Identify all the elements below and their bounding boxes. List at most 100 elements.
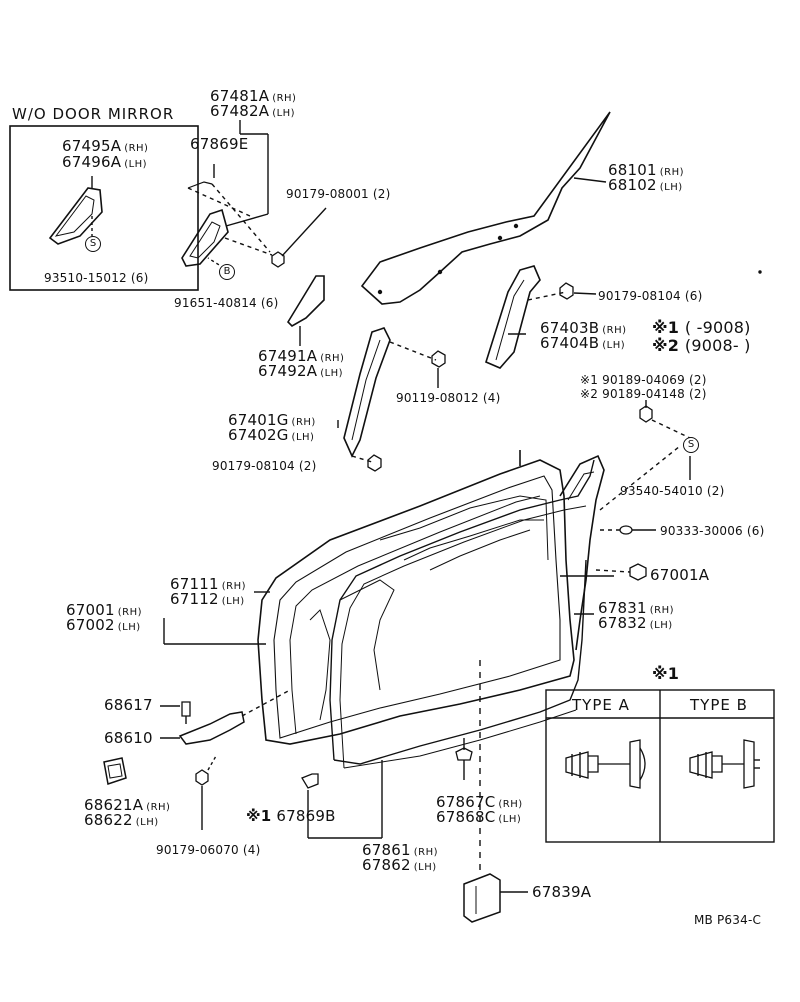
label-90119: 90119-08012 (4) bbox=[396, 391, 501, 405]
label-67495a: 67495A(RH) bbox=[62, 138, 148, 157]
weatherstrip-67861 bbox=[329, 459, 595, 761]
symbol-s-inset: S bbox=[85, 236, 101, 252]
label-91651: 91651-40814 (6) bbox=[174, 296, 279, 310]
type-a-header: TYPE A bbox=[572, 696, 630, 714]
part-number: 67495A bbox=[62, 137, 122, 155]
note-2: ※2 (9008- ) bbox=[652, 338, 751, 354]
type-table bbox=[545, 689, 775, 843]
side-tag: (RH) bbox=[602, 325, 627, 336]
part-number: 67402G bbox=[228, 426, 289, 444]
pad-67839 bbox=[463, 873, 501, 923]
label-67839a: 67839A bbox=[532, 883, 592, 901]
label-68610: 68610 bbox=[104, 729, 153, 747]
side-tag: (LH) bbox=[117, 622, 141, 633]
label-68617: 68617 bbox=[104, 696, 153, 714]
symbol-b: B bbox=[219, 264, 235, 280]
table-note-mark: ※1 bbox=[652, 664, 680, 683]
handle-68621 bbox=[103, 757, 127, 785]
label-67496a: 67496A(LH) bbox=[62, 154, 147, 173]
side-tag: (LH) bbox=[221, 596, 245, 607]
note-text: ( -9008) bbox=[684, 318, 751, 337]
part-number: 67868C bbox=[436, 808, 496, 826]
side-tag: (RH) bbox=[320, 353, 345, 364]
side-tag: (LH) bbox=[659, 182, 683, 193]
label-67482a: 67482A(LH) bbox=[210, 103, 295, 122]
label-67403b: 67403B(RH) bbox=[540, 320, 627, 339]
label-67831: 67831(RH) bbox=[598, 600, 674, 619]
note-1: ※1 ( -9008) bbox=[652, 320, 751, 336]
side-tag: (RH) bbox=[221, 581, 246, 592]
label-67869b: ※1 67869B bbox=[246, 808, 336, 824]
type-b-header: TYPE B bbox=[690, 696, 748, 714]
label-67001: 67001(RH) bbox=[66, 602, 142, 621]
label-93510: 93510-15012 (6) bbox=[44, 270, 149, 286]
label-93540: 93540-54010 (2) bbox=[620, 484, 725, 498]
run-channel-67403 bbox=[485, 265, 541, 369]
quantity: (6) bbox=[130, 271, 149, 285]
part-number: 67112 bbox=[170, 590, 219, 608]
part-number: 67404B bbox=[540, 334, 600, 352]
part-number: 67001 bbox=[66, 601, 115, 619]
side-tag: (LH) bbox=[135, 817, 159, 828]
side-tag: (RH) bbox=[649, 605, 674, 616]
label-90179-08001: 90179-08001 (2) bbox=[286, 187, 391, 201]
part-number: 67831 bbox=[598, 599, 647, 617]
inset-mirror-cover bbox=[48, 187, 103, 245]
label-90179-08104-b: 90179-08104 (2) bbox=[212, 459, 317, 473]
part-number: 67832 bbox=[598, 614, 647, 632]
part-number: 67111 bbox=[170, 575, 219, 593]
part-number: 93510-15012 bbox=[44, 271, 127, 285]
door-glass bbox=[360, 111, 611, 305]
symbol-s: S bbox=[683, 437, 699, 453]
side-tag: (LH) bbox=[602, 340, 626, 351]
label-90333: 90333-30006 (6) bbox=[660, 524, 765, 538]
label-68102: 68102(LH) bbox=[608, 177, 683, 196]
side-tag: (LH) bbox=[649, 620, 673, 631]
part-number: 67403B bbox=[540, 319, 600, 337]
part-number: 67002 bbox=[66, 616, 115, 634]
part-number: 67492A bbox=[258, 362, 318, 380]
side-tag: (LH) bbox=[498, 814, 522, 825]
label-67001a: 67001A bbox=[650, 566, 710, 584]
side-tag: (RH) bbox=[124, 143, 149, 154]
door-check-68610 bbox=[178, 711, 245, 745]
note-mark: ※2 bbox=[652, 336, 680, 355]
part-number: 67867C bbox=[436, 793, 496, 811]
door-shell bbox=[257, 450, 605, 745]
side-tag: (LH) bbox=[413, 862, 437, 873]
note-mark: ※1 bbox=[246, 807, 272, 825]
side-tag: (LH) bbox=[320, 368, 344, 379]
side-tag: (RH) bbox=[291, 417, 316, 428]
label-90189-b: ※2 90189-04148 (2) bbox=[580, 387, 707, 401]
side-tag: (RH) bbox=[117, 607, 142, 618]
side-tag: (LH) bbox=[291, 432, 315, 443]
label-67481a: 67481A(RH) bbox=[210, 88, 296, 107]
label-67112: 67112(LH) bbox=[170, 591, 245, 610]
part-number: 67869B bbox=[276, 807, 336, 825]
label-67867c: 67867C(RH) bbox=[436, 794, 523, 813]
label-67111: 67111(RH) bbox=[170, 576, 246, 595]
label-67404b: 67404B(LH) bbox=[540, 335, 625, 354]
part-number: 68622 bbox=[84, 811, 133, 829]
side-tag: (LH) bbox=[124, 159, 148, 170]
part-number: 67862 bbox=[362, 856, 411, 874]
label-67492a: 67492A(LH) bbox=[258, 363, 343, 382]
label-67832: 67832(LH) bbox=[598, 615, 673, 634]
label-90179-08104-a: 90179-08104 (6) bbox=[598, 289, 703, 303]
label-90179-06070: 90179-06070 (4) bbox=[156, 843, 261, 857]
inset-title: W/O DOOR MIRROR bbox=[12, 105, 175, 123]
part-number: 67496A bbox=[62, 153, 122, 171]
part-number: 67861 bbox=[362, 841, 411, 859]
note-text: (9008- ) bbox=[684, 336, 751, 355]
inset-box bbox=[9, 125, 199, 291]
label-67862: 67862(LH) bbox=[362, 857, 437, 876]
side-tag: (RH) bbox=[498, 799, 523, 810]
label-90189-a: ※1 90189-04069 (2) bbox=[580, 373, 707, 387]
side-tag: (RH) bbox=[659, 167, 684, 178]
label-68621a: 68621A(RH) bbox=[84, 797, 170, 816]
part-number: 67482A bbox=[210, 102, 270, 120]
side-tag: (RH) bbox=[272, 93, 297, 104]
part-number: 67491A bbox=[258, 347, 318, 365]
label-67002: 67002(LH) bbox=[66, 617, 141, 636]
